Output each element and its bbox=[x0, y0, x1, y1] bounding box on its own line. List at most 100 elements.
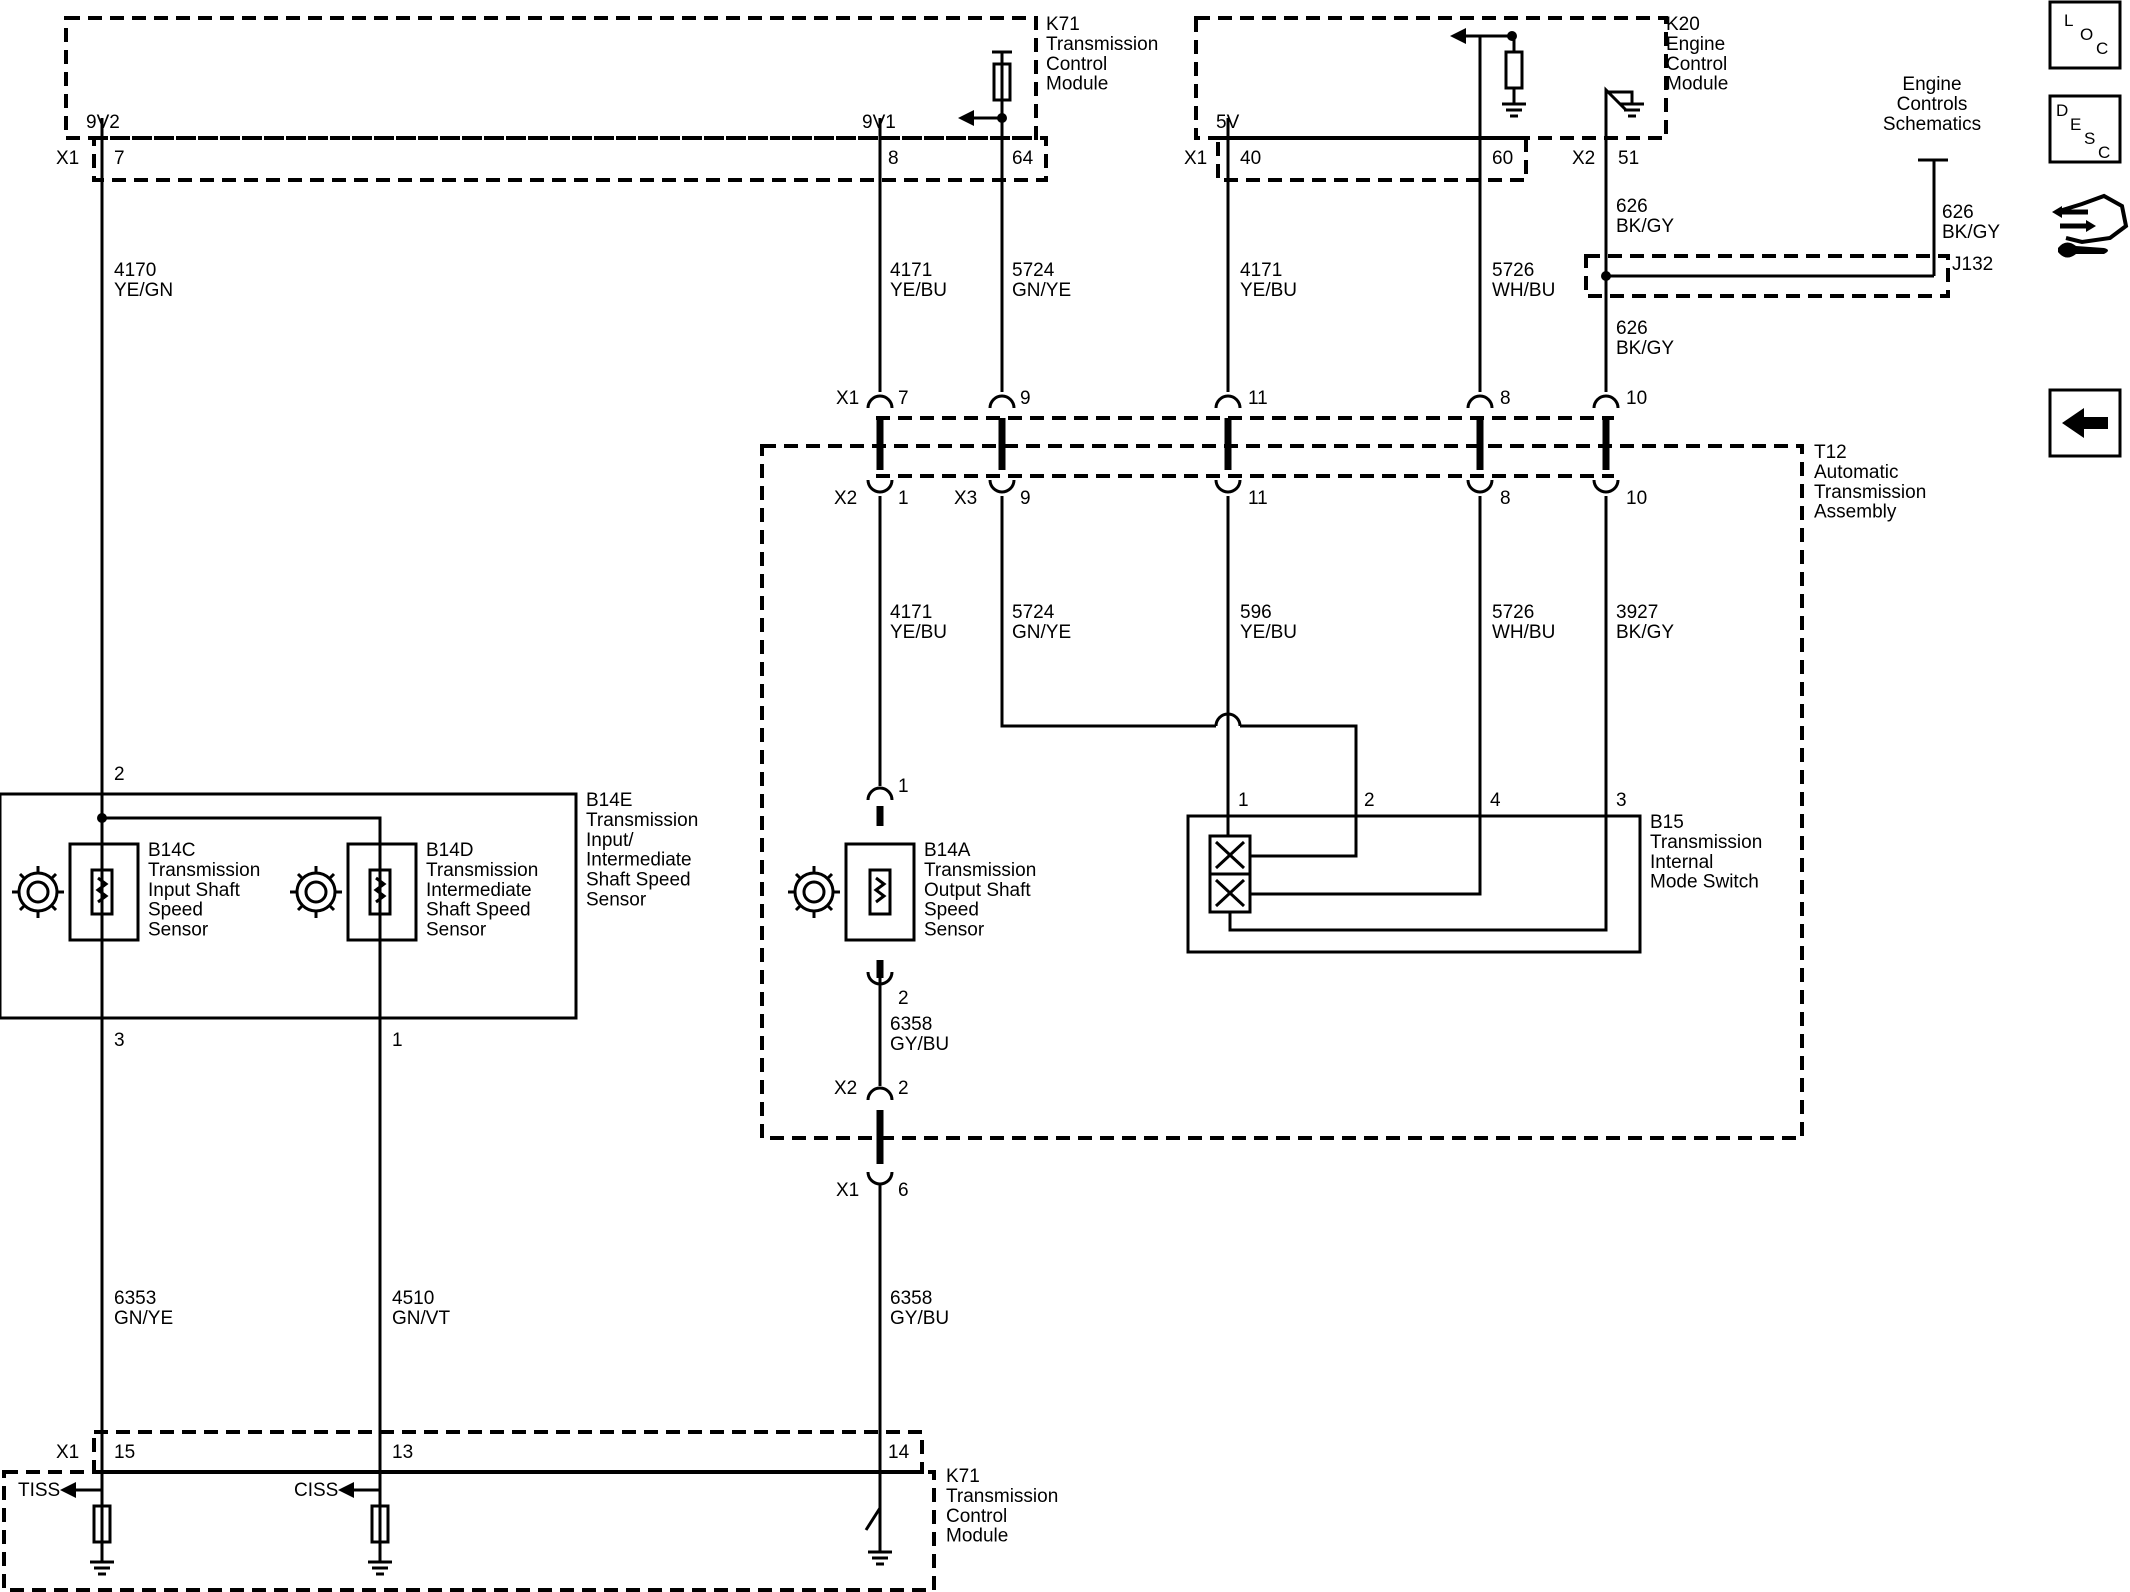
k71-bottom-x1-connector-outline bbox=[92, 1430, 924, 1474]
pin-label: 2 bbox=[898, 1078, 909, 1099]
pin-label: 15 bbox=[114, 1442, 135, 1463]
k71-bottom-module-outline bbox=[2, 1470, 936, 1592]
connector-x1: X1 bbox=[1184, 148, 1207, 169]
pin-label: 3 bbox=[1616, 790, 1627, 811]
loc-letter: C bbox=[2096, 39, 2108, 58]
connector-x1: X1 bbox=[56, 1442, 79, 1463]
pin-label: 8 bbox=[1500, 488, 1511, 509]
pin-label: 2 bbox=[114, 764, 125, 785]
wire-5724-mid bbox=[1000, 496, 1216, 728]
pin-label: 1 bbox=[898, 776, 909, 797]
wire-626 bbox=[1604, 86, 1628, 392]
pin-label: 13 bbox=[392, 1442, 413, 1463]
pin-label: 1 bbox=[392, 1030, 403, 1051]
pin-label: 14 bbox=[888, 1442, 910, 1463]
pin-label: 2 bbox=[1364, 790, 1375, 811]
connector-x2: X2 bbox=[834, 1078, 857, 1099]
desc-button[interactable]: D E S C bbox=[2048, 94, 2122, 164]
pin-label: 7 bbox=[898, 388, 909, 409]
j132-label: J132 bbox=[1952, 254, 1993, 275]
connector-x3: X3 bbox=[954, 488, 977, 509]
back-arrow-button[interactable] bbox=[2048, 388, 2122, 458]
wire-b15-pin2 bbox=[1240, 724, 1358, 858]
desc-letter: E bbox=[2070, 115, 2081, 134]
pin-label: 4 bbox=[1490, 790, 1501, 811]
splice-dot bbox=[97, 813, 107, 823]
loc-letter: O bbox=[2080, 25, 2093, 44]
b14d-coil-symbol bbox=[368, 868, 392, 916]
b14d-sensor-body bbox=[346, 842, 418, 942]
t12-transmission-assembly-outline bbox=[760, 444, 1804, 1140]
gear-icon bbox=[12, 866, 64, 918]
pin-label: 64 bbox=[1012, 148, 1034, 169]
pin-label: 51 bbox=[1618, 148, 1639, 169]
k71-ciss-input-resistor bbox=[338, 1482, 392, 1576]
splice-dot bbox=[1601, 271, 1611, 281]
connector-x2: X2 bbox=[834, 488, 857, 509]
pin-label: 6 bbox=[898, 1180, 909, 1201]
gear-icon bbox=[290, 866, 342, 918]
b14c-sensor-body bbox=[68, 842, 140, 942]
supply-9v2: 9V2 bbox=[86, 112, 120, 133]
k71-x1-connector-outline bbox=[92, 136, 1048, 182]
b15-mode-switch-box bbox=[1186, 814, 1642, 954]
connector-x1: X1 bbox=[836, 388, 859, 409]
pin-label: 8 bbox=[1500, 388, 1511, 409]
pin-label: 11 bbox=[1248, 388, 1268, 409]
supply-9v1: 9V1 bbox=[862, 112, 896, 133]
pin-label: 1 bbox=[1238, 790, 1249, 811]
wire-5726-mid bbox=[1250, 496, 1482, 896]
desc-letter: S bbox=[2084, 129, 2095, 148]
pin-label: 10 bbox=[1626, 488, 1647, 509]
wire-b14d-4510 bbox=[102, 816, 382, 1544]
b14a-coil-symbol bbox=[868, 868, 892, 916]
k20-x1-connector-outline bbox=[1216, 136, 1528, 182]
k71-top-module-outline bbox=[64, 16, 1038, 140]
b15-switch-contacts bbox=[1208, 834, 1252, 914]
b14a-sensor-body bbox=[844, 842, 916, 942]
pin-label: 40 bbox=[1240, 148, 1261, 169]
pin-label: 7 bbox=[114, 148, 125, 169]
connector-repair-icon[interactable] bbox=[2052, 193, 2129, 258]
pin-label: 10 bbox=[1626, 388, 1647, 409]
k71-pullup-resistor-symbol bbox=[958, 50, 1012, 126]
pin-label: 60 bbox=[1492, 148, 1513, 169]
pin-label: 9 bbox=[1020, 488, 1031, 509]
loc-letter: L bbox=[2064, 11, 2073, 30]
pin-label: 8 bbox=[888, 148, 899, 169]
wire-3927 bbox=[1228, 496, 1608, 932]
pin-label: 2 bbox=[898, 988, 909, 1009]
connector-x1: X1 bbox=[836, 1180, 859, 1201]
k71-tiss-input-resistor bbox=[60, 1482, 114, 1576]
k20-module-outline bbox=[1194, 16, 1668, 140]
pin-label: 11 bbox=[1248, 488, 1268, 509]
signal-ciss: CISS bbox=[294, 1480, 338, 1501]
loc-button[interactable]: L O C bbox=[2048, 0, 2122, 70]
connector-x1: X1 bbox=[56, 148, 79, 169]
b14a-pin-connectors bbox=[866, 786, 894, 986]
pin-label: 3 bbox=[114, 1030, 125, 1051]
pin-label: 9 bbox=[1020, 388, 1031, 409]
k20-ground-symbol bbox=[1604, 90, 1644, 118]
pin-label: 1 bbox=[898, 488, 909, 509]
